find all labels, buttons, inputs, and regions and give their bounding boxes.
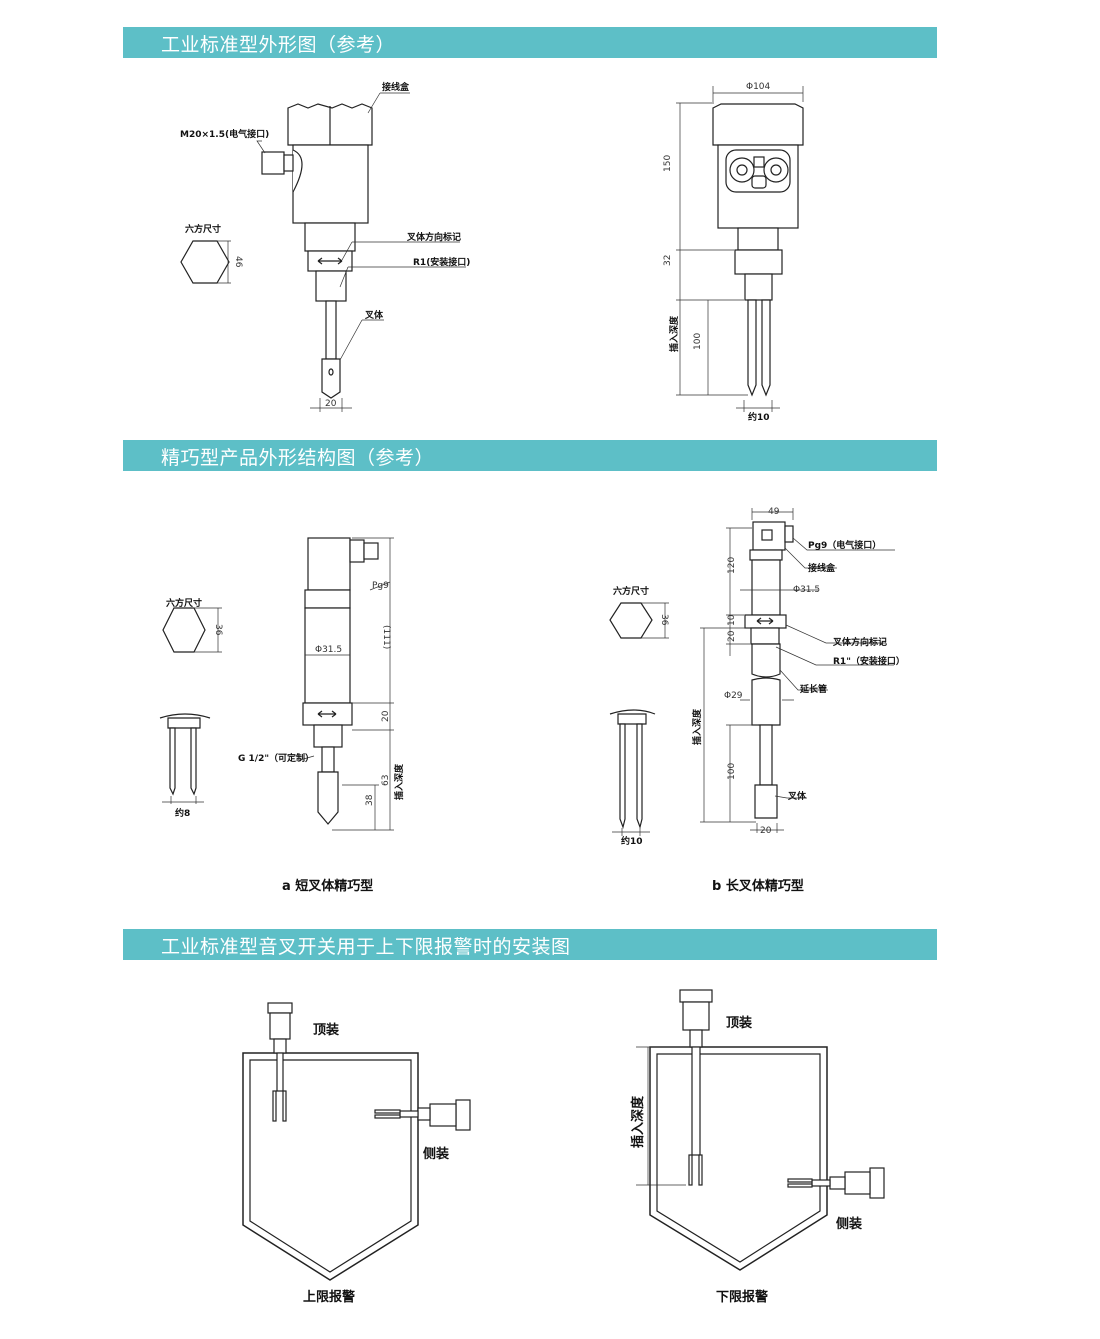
dim-fork-gap: 约10	[748, 411, 770, 423]
dim-thread-length: 20	[727, 630, 737, 642]
label-insert-depth: 插入深度	[630, 1095, 646, 1148]
label-side-mount: 侧装	[836, 1216, 862, 1232]
label-insert-depth: 插入深度	[691, 708, 703, 745]
dim-fork-width: 20	[325, 399, 337, 409]
standard-side-view-drawing: 接线盒 M20×1.5(电气接口) 六方尺寸 46 叉体方向标记 R1(安装接口…	[180, 81, 470, 412]
dim-diameter: Φ31.5	[793, 585, 820, 595]
compact-long-fork-drawing: 49 Pg9（电气接口） 接线盒 六方尺寸 36 Φ31.5 120 10 20…	[609, 507, 905, 894]
section-title: 工业标准型音叉开关用于上下限报警时的安装图	[161, 936, 571, 958]
label-electrical-port: Pg9（电气接口）	[808, 539, 881, 551]
label-junction-box: 接线盒	[382, 81, 410, 93]
label-insert-depth: 插入深度	[393, 763, 405, 800]
dim-fork-width: 20	[760, 826, 772, 836]
section-header-compact: 精巧型产品外形结构图（参考）	[123, 440, 937, 471]
dim-hex: 36	[659, 614, 669, 626]
dim-fork-gap: 约10	[621, 835, 643, 847]
dim-hex: 36	[213, 624, 223, 636]
label-install-port: R1(安装接口)	[413, 256, 470, 268]
label-side-mount: 侧装	[423, 1146, 449, 1162]
section-header-install: 工业标准型音叉开关用于上下限报警时的安装图	[123, 929, 937, 960]
label-junction-box: 接线盒	[808, 562, 836, 574]
dim-width: 49	[768, 507, 780, 517]
label-fork-mark: 叉体方向标记	[406, 231, 461, 243]
section-title: 工业标准型外形图（参考）	[161, 34, 396, 56]
dim-fork-length: 100	[727, 763, 737, 780]
label-fork: 叉体	[787, 790, 807, 802]
tank-low-alarm-drawing: 顶装 插入深度 侧装 下限报警	[630, 989, 885, 1305]
label-hex-size: 六方尺寸	[613, 585, 649, 597]
dim-hex-height: 32	[663, 255, 673, 266]
dim-fork-gap: 约8	[175, 807, 190, 819]
dim-tube-diameter: Φ29	[724, 691, 743, 701]
section-title: 精巧型产品外形结构图（参考）	[161, 447, 435, 469]
dim-body-height: 150	[663, 155, 673, 172]
label-top-mount: 顶装	[313, 1022, 339, 1038]
dim-diameter: Φ104	[746, 82, 771, 92]
label-top-mount: 顶装	[726, 1015, 752, 1031]
label-thread: G 1/2"（可定制）	[238, 752, 314, 764]
dim-fork-length: 100	[693, 333, 703, 350]
dim-hex-length: 10	[727, 614, 737, 626]
dim-lower-length: 63	[381, 775, 391, 786]
label-install-port: R1"（安装接口）	[833, 655, 905, 667]
dim-fork-length: 38	[365, 794, 375, 806]
label-hex-size: 六方尺寸	[166, 597, 202, 609]
caption-low-alarm: 下限报警	[716, 1289, 768, 1305]
caption-short-fork: a 短叉体精巧型	[282, 878, 373, 894]
label-extension-tube: 延长管	[799, 683, 827, 695]
section-header-standard: 工业标准型外形图（参考）	[123, 27, 937, 58]
label-hex-size: 六方尺寸	[185, 223, 221, 235]
label-fork-mark: 叉体方向标记	[832, 636, 887, 648]
dim-body-length: 120	[727, 557, 737, 574]
dim-body-length: (111)	[381, 625, 391, 649]
standard-front-view-drawing: Φ104 150 32 100 插入深度 约10	[663, 82, 804, 423]
dim-diameter: Φ31.5	[315, 645, 342, 655]
dim-hex-length: 20	[381, 710, 391, 722]
caption-long-fork: b 长叉体精巧型	[712, 878, 804, 894]
label-fork: 叉体	[364, 309, 384, 321]
dim-hex: 46	[233, 256, 243, 268]
label-electrical-port: M20×1.5(电气接口)	[180, 128, 269, 140]
tank-high-alarm-drawing: 顶装 侧装 上限报警	[242, 1002, 471, 1305]
compact-short-fork-drawing: 六方尺寸 36 Pg9 Φ31.5 (111) 20 63 38 插入深度 G …	[159, 537, 405, 894]
label-insert-depth: 插入深度	[668, 315, 680, 352]
caption-high-alarm: 上限报警	[303, 1289, 355, 1305]
label-pg9: Pg9	[372, 581, 389, 591]
